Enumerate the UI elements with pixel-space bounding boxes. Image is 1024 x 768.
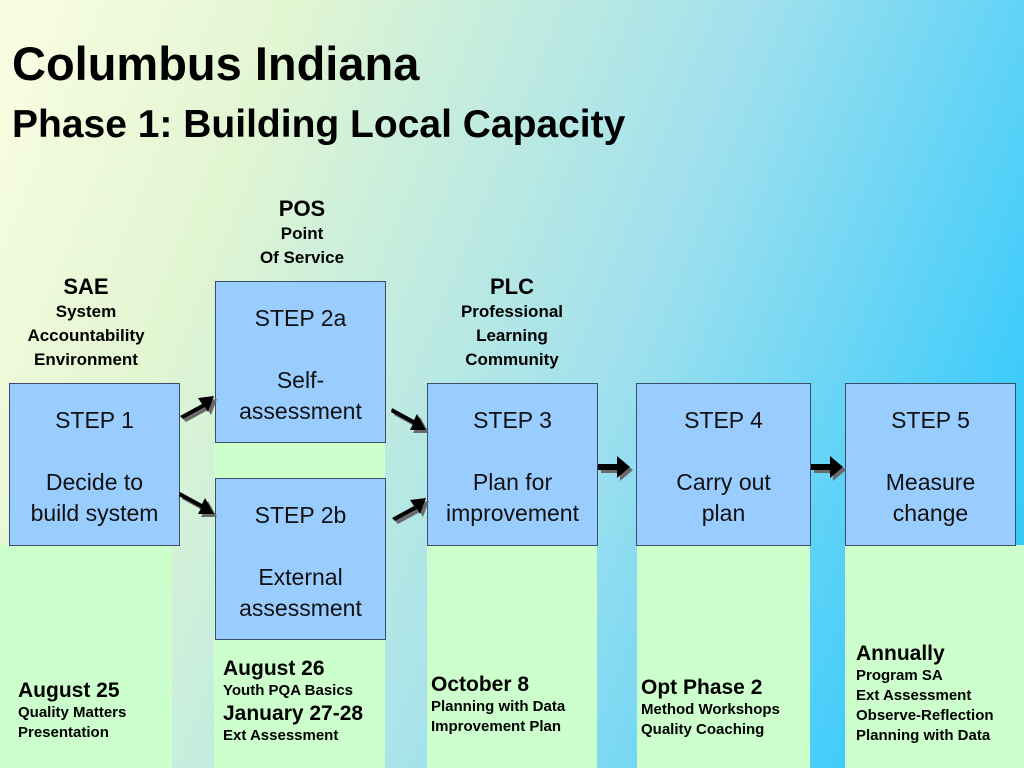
note-step5-line: Program SA <box>856 667 943 684</box>
step3-label: STEP 3 <box>473 407 552 433</box>
step2a-text: assessment <box>239 398 362 424</box>
step2a-label: STEP 2a <box>254 305 347 331</box>
note-step2-line: Ext Assessment <box>223 727 339 744</box>
arrow-step2a-to-step3-icon <box>391 408 429 433</box>
step1-box: STEP 1 Decide to build system <box>9 383 180 546</box>
note-step4: Opt Phase 2 Method Workshops Quality Coa… <box>641 675 780 740</box>
note-step5-line: Ext Assessment <box>856 687 972 704</box>
header-pos-abbr: POS <box>278 196 326 221</box>
note-step5-line: Planning with Data <box>856 727 991 744</box>
arrow-step1-to-step2b-icon <box>179 492 217 517</box>
step1-label: STEP 1 <box>55 407 134 433</box>
step1-text: Decide to <box>45 469 144 495</box>
header-sae-abbr: SAE <box>63 274 109 299</box>
step3-text: Plan for <box>472 469 553 495</box>
note-step3-line: Improvement Plan <box>431 718 562 735</box>
note-step1-line: Presentation <box>18 724 109 741</box>
note-step5-date: Annually <box>856 642 945 665</box>
page-title: Columbus Indiana <box>12 37 420 90</box>
header-pos: POS Point Of Service <box>214 196 390 270</box>
note-step5-line: Observe-Reflection <box>856 707 994 724</box>
arrow-step3-to-step4-icon <box>598 456 633 481</box>
note-step1-line: Quality Matters <box>18 704 127 721</box>
arrow-step4-to-step5-icon <box>811 456 846 481</box>
column-step1 <box>0 545 172 768</box>
note-step2-date2: January 27-28 <box>223 702 364 725</box>
note-step1: August 25 Quality Matters Presentation <box>18 678 126 743</box>
step5-text: change <box>892 500 969 526</box>
header-sae-line: Environment <box>34 350 138 369</box>
note-step1-date: August 25 <box>18 679 120 702</box>
header-plc: PLC Professional Learning Community <box>427 274 597 372</box>
header-pos-line: Of Service <box>259 248 345 267</box>
note-step3: October 8 Planning with Data Improvement… <box>431 672 565 737</box>
step2a-box: STEP 2a Self- assessment <box>215 281 386 443</box>
header-plc-abbr: PLC <box>490 274 534 299</box>
note-step4-line: Quality Coaching <box>641 721 765 738</box>
note-step4-date: Opt Phase 2 <box>641 676 763 699</box>
step2b-box: STEP 2b External assessment <box>215 478 386 640</box>
step2a-text: Self- <box>276 367 325 393</box>
header-pos-line: Point <box>280 224 324 243</box>
column-step3 <box>427 545 597 768</box>
note-step4-line: Method Workshops <box>641 701 780 718</box>
step4-box: STEP 4 Carry out plan <box>636 383 811 546</box>
step4-label: STEP 4 <box>684 407 763 433</box>
note-step5: Annually Program SA Ext Assessment Obser… <box>856 641 994 746</box>
header-plc-line: Learning <box>476 326 548 345</box>
step5-label: STEP 5 <box>891 407 970 433</box>
column-step4 <box>637 545 810 768</box>
step3-box: STEP 3 Plan for improvement <box>427 383 598 546</box>
note-step3-line: Planning with Data <box>431 698 566 715</box>
header-sae-line: Accountability <box>27 326 145 345</box>
header-sae-line: System <box>55 302 117 321</box>
note-step2-date: August 26 <box>223 657 325 680</box>
step5-text: Measure <box>885 469 976 495</box>
note-step2: August 26 Youth PQA Basics January 27-28… <box>223 656 363 746</box>
step5-box: STEP 5 Measure change <box>845 383 1016 546</box>
step2b-text: assessment <box>239 595 362 621</box>
header-sae: SAE System Accountability Environment <box>0 274 172 372</box>
note-step2-line: Youth PQA Basics <box>223 682 354 699</box>
note-step3-date: October 8 <box>431 673 530 696</box>
arrow-step1-to-step2a-icon <box>180 396 217 422</box>
column-step5 <box>845 545 1024 768</box>
step2b-label: STEP 2b <box>254 502 347 528</box>
header-plc-line: Professional <box>460 302 564 321</box>
step4-text: Carry out <box>676 469 771 495</box>
page-subtitle: Phase 1: Building Local Capacity <box>12 103 626 146</box>
step1-text: build system <box>30 500 159 526</box>
arrow-step2b-to-step3-icon <box>392 498 429 524</box>
step3-text: improvement <box>446 500 579 526</box>
step4-text: plan <box>701 500 746 526</box>
step2b-text: External <box>258 564 343 590</box>
header-plc-line: Community <box>465 350 559 369</box>
